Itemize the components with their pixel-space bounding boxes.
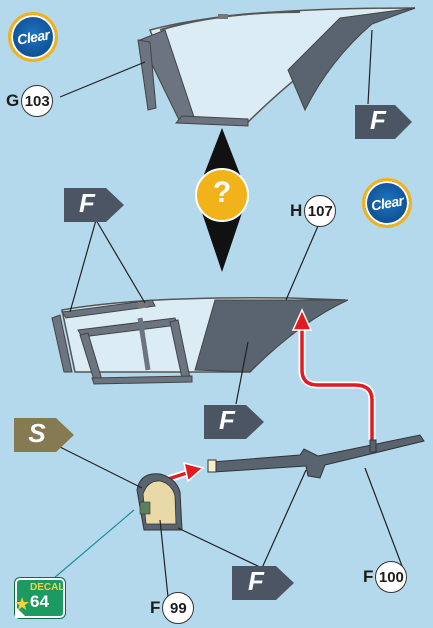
corner-fold-icon bbox=[15, 606, 27, 618]
flag-s-label: S bbox=[22, 418, 52, 449]
callout-f99: F 99 bbox=[150, 593, 194, 623]
flag-f-center-label: F bbox=[212, 405, 242, 436]
callout-f100: F 100 bbox=[363, 562, 407, 592]
clear-parts-badge-middle: Clear bbox=[362, 178, 412, 228]
decal-badge: ★ DECAL 64 bbox=[15, 578, 65, 618]
sprue-letter: H bbox=[290, 201, 302, 221]
headrest-part bbox=[137, 474, 182, 530]
clear-parts-badge-top: Clear bbox=[8, 12, 58, 62]
flag-f-top-label: F bbox=[363, 105, 393, 136]
part-number: 99 bbox=[162, 592, 194, 624]
clear-label: Clear bbox=[16, 26, 51, 47]
flag-f-bottom-label: F bbox=[241, 566, 271, 597]
part-number: 107 bbox=[304, 195, 336, 227]
part-number: 100 bbox=[375, 561, 407, 593]
red-arrow-up bbox=[293, 310, 372, 440]
sprue-letter: F bbox=[150, 598, 160, 618]
sprue-letter: F bbox=[363, 567, 373, 587]
callout-g103: G 103 bbox=[6, 86, 53, 116]
part-number: 103 bbox=[21, 85, 53, 117]
callout-h107: H 107 bbox=[290, 196, 336, 226]
clear-label: Clear bbox=[370, 192, 405, 213]
question-icon: ? bbox=[202, 176, 242, 210]
decal-number: 64 bbox=[30, 592, 49, 612]
sprue-letter: G bbox=[6, 91, 19, 111]
flag-f-middle-label: F bbox=[72, 188, 102, 219]
canopy-rail-part bbox=[208, 435, 424, 478]
